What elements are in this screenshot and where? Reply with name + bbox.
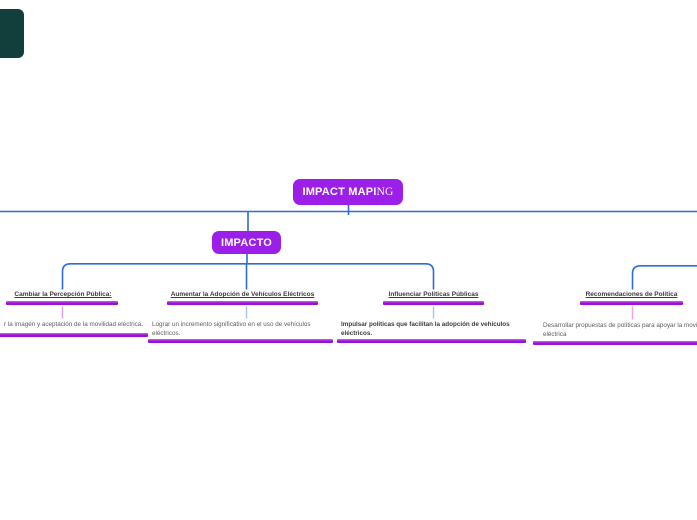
topic-recomendaciones-politica-bar — [580, 301, 683, 305]
topic-influenciar-politicas[interactable]: Influenciar Políticas Públicas — [388, 291, 479, 298]
detail-line: Impulsar políticas que facilitan la adop… — [341, 320, 510, 328]
topic-cambiar-percepcion[interactable]: Cambiar la Percepción Pública: — [14, 291, 112, 298]
detail-cambiar-percepcion-bar — [0, 333, 148, 337]
node-impacto-label: IMPACTO — [220, 236, 273, 249]
topic-aumentar-adopcion-bar — [167, 301, 318, 305]
root-node-label: IMPACT MAPI — [302, 186, 377, 198]
impacto-children-connector — [61, 263, 435, 290]
offscreen-right-connector — [631, 265, 697, 290]
detail-line: eléctricos. — [341, 329, 373, 337]
detail-line: eléctricos. — [152, 329, 181, 337]
toolbar-fragment[interactable] — [0, 9, 24, 58]
topic-influenciar-politicas-bar — [383, 301, 484, 305]
detail-line: eléctrica — [543, 331, 567, 338]
detail-line: Lograr un incremento significativo en el… — [152, 320, 311, 328]
root-node-label-serif: NG — [376, 186, 394, 198]
detail-influenciar-politicas[interactable]: Impulsar políticas que facilitan la adop… — [341, 320, 531, 338]
detail-recomendaciones-politica-bar — [533, 341, 697, 345]
topic-cambiar-percepcion-bar — [6, 301, 118, 305]
topic-recomendaciones-politica[interactable]: Recomendaciones de Política — [585, 291, 678, 298]
node-impacto[interactable]: IMPACTO — [212, 231, 281, 254]
detail-aumentar-adopcion-bar — [148, 339, 333, 343]
detail-line: Desarrollar propuestas de políticas para… — [543, 322, 697, 329]
topic-aumentar-adopcion[interactable]: Aumentar la Adopción de Vehículos Eléctr… — [170, 291, 315, 298]
detail-aumentar-adopcion[interactable]: Lograr un incremento significativo en el… — [152, 320, 322, 338]
detail-line: r la imagen y aceptación de la movilidad… — [4, 321, 143, 328]
detail-recomendaciones-politica[interactable]: Desarrollar propuestas de políticas para… — [543, 321, 697, 339]
detail-influenciar-politicas-bar — [337, 339, 526, 343]
detail-cambiar-percepcion[interactable]: r la imagen y aceptación de la movilidad… — [0, 320, 143, 329]
